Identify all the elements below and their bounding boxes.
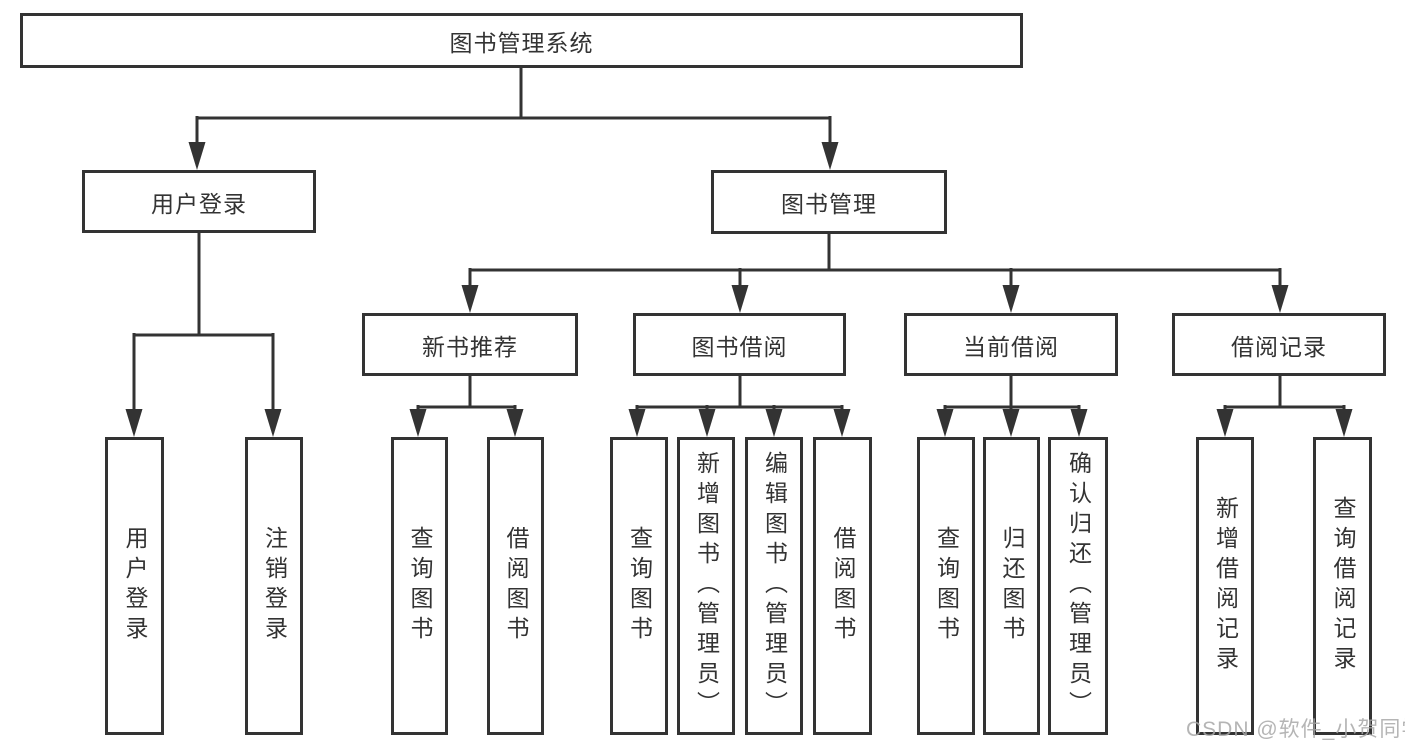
node-label: 当前借阅 bbox=[963, 333, 1059, 360]
node-label: 查询图书 bbox=[626, 526, 653, 646]
node-add-borrow-record: 新增借阅记录 bbox=[1196, 437, 1254, 735]
node-label: 图书管理 bbox=[781, 191, 877, 217]
node-borrow-books-recommend: 借阅图书 bbox=[487, 437, 544, 735]
node-label: 图书管理系统 bbox=[449, 29, 594, 56]
node-query-books-recommend: 查询图书 bbox=[391, 437, 448, 735]
node-label: 借阅图书 bbox=[830, 526, 856, 646]
node-book-management: 图书管理 bbox=[711, 170, 947, 234]
node-query-books-current: 查询图书 bbox=[917, 437, 975, 735]
node-label: 用户登录 bbox=[122, 526, 148, 646]
node-label: 新增图书（管理员） bbox=[693, 451, 720, 721]
node-label: 用户登录 bbox=[151, 190, 247, 217]
node-label: 借阅图书 bbox=[503, 526, 529, 646]
node-user-login: 用户登录 bbox=[82, 170, 316, 233]
node-label: 借阅记录 bbox=[1231, 333, 1327, 360]
node-label: 编辑图书（管理员） bbox=[761, 451, 788, 721]
node-label: 确认归还（管理员） bbox=[1065, 451, 1092, 721]
node-borrowing-records: 借阅记录 bbox=[1172, 313, 1386, 376]
node-edit-books-admin: 编辑图书（管理员） bbox=[745, 437, 803, 735]
node-label: 归还图书 bbox=[999, 526, 1025, 646]
node-query-borrow-record: 查询借阅记录 bbox=[1313, 437, 1372, 735]
node-add-books-admin: 新增图书（管理员） bbox=[677, 437, 735, 735]
node-label: 图书借阅 bbox=[691, 333, 788, 360]
node-return-books: 归还图书 bbox=[983, 437, 1040, 735]
node-label: 查询借阅记录 bbox=[1330, 496, 1356, 676]
node-label: 查询图书 bbox=[407, 526, 433, 646]
node-label: 注销登录 bbox=[261, 526, 288, 646]
node-logout-leaf: 注销登录 bbox=[245, 437, 303, 735]
node-borrow-books: 借阅图书 bbox=[813, 437, 872, 735]
node-label: 查询图书 bbox=[933, 526, 960, 646]
node-current-borrowing: 当前借阅 bbox=[904, 313, 1118, 376]
node-library-management-system: 图书管理系统 bbox=[20, 13, 1023, 68]
node-user-login-leaf: 用户登录 bbox=[105, 437, 164, 735]
node-confirm-return-admin: 确认归还（管理员） bbox=[1048, 437, 1108, 735]
node-book-borrowing: 图书借阅 bbox=[633, 313, 846, 376]
node-label: 新书推荐 bbox=[422, 333, 518, 360]
node-label: 新增借阅记录 bbox=[1212, 496, 1239, 676]
node-new-book-recommendation: 新书推荐 bbox=[362, 313, 578, 376]
node-query-books-borrowing: 查询图书 bbox=[610, 437, 668, 735]
